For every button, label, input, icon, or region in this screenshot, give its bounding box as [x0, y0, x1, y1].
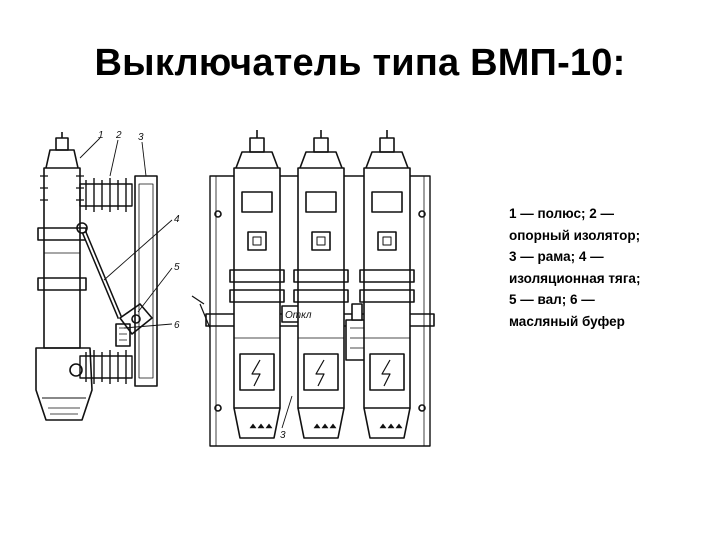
- caption-line: опорный изолятор;: [509, 227, 641, 243]
- callout-label: 6: [174, 320, 180, 331]
- caption-line: 3 — рама; 4 —: [509, 249, 604, 264]
- caption-line: 1 — полюс; 2 —: [509, 206, 615, 221]
- callout-label: 5: [174, 262, 180, 273]
- slide-title: Выключатель типа ВМП-10:: [94, 42, 626, 84]
- breaker-drawing: 1 2 3 4 5 6 3 Откл: [35, 130, 435, 447]
- legend-caption: 1 — полюс; 2 — опорный изолятор; 3 — рам…: [509, 203, 709, 332]
- caption-line: 5 — вал; 6 —: [509, 292, 595, 307]
- caption-line: масляный буфер: [509, 313, 625, 329]
- pole: [293, 130, 349, 439]
- callout-label: 2: [115, 130, 122, 141]
- plate-label: Откл: [285, 310, 312, 321]
- pole: [359, 130, 415, 439]
- caption-line: изоляционная тяга;: [509, 270, 641, 286]
- callout-label: 1: [98, 130, 104, 141]
- pole: [229, 130, 285, 439]
- callout-label: 4: [174, 214, 180, 225]
- side-view: [35, 132, 173, 421]
- callout-label: 3: [280, 430, 286, 441]
- callout-label: 3: [138, 132, 144, 143]
